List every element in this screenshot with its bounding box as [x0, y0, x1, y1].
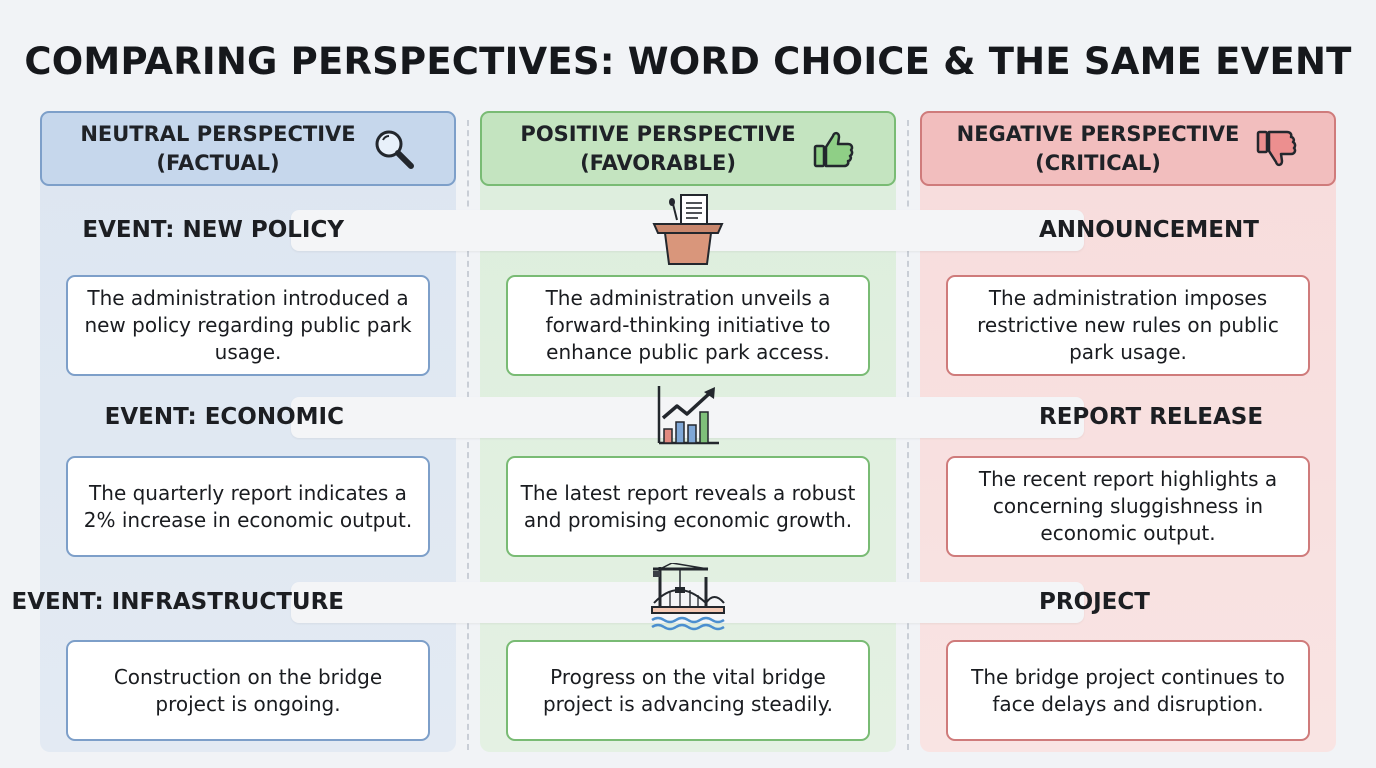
- event-label-continued: PROJECT: [1039, 589, 1150, 615]
- bridge-crane-icon: [651, 563, 725, 631]
- event-label: EVENT: ECONOMIC: [104, 404, 344, 430]
- thumbs-up-icon: [813, 131, 853, 167]
- header-label: POSITIVE PERSPECTIVE: [520, 121, 796, 146]
- header-sublabel: (FACTUAL): [156, 150, 280, 175]
- neutral-statement-card: The administration introduced a new poli…: [66, 275, 430, 376]
- positive-statement-card: The administration unveils a forward-thi…: [506, 275, 870, 376]
- thumbs-down-icon: [1257, 130, 1297, 166]
- header-label: NEGATIVE PERSPECTIVE: [956, 121, 1240, 146]
- neutral-statement-card: Construction on the bridge project is on…: [66, 640, 430, 741]
- neutral-perspective-header: NEUTRAL PERSPECTIVE (FACTUAL): [40, 111, 456, 186]
- podium-document-icon: [652, 194, 724, 265]
- page-title: COMPARING PERSPECTIVES: WORD CHOICE & TH…: [24, 40, 1352, 83]
- header-sublabel: (FAVORABLE): [580, 150, 736, 175]
- positive-statement-card: Progress on the vital bridge project is …: [506, 640, 870, 741]
- negative-statement-card: The bridge project continues to face del…: [946, 640, 1310, 741]
- event-label: EVENT: NEW POLICY: [82, 217, 344, 243]
- header-label: NEUTRAL PERSPECTIVE: [80, 121, 356, 146]
- event-label: EVENT: INFRASTRUCTURE: [11, 589, 344, 615]
- event-label-continued: ANNOUNCEMENT: [1039, 217, 1259, 243]
- negative-perspective-header: NEGATIVE PERSPECTIVE (CRITICAL): [920, 111, 1336, 186]
- header-sublabel: (CRITICAL): [1035, 150, 1161, 175]
- neutral-statement-card: The quarterly report indicates a 2% incr…: [66, 456, 430, 557]
- event-label-continued: REPORT RELEASE: [1039, 404, 1264, 430]
- positive-perspective-header: POSITIVE PERSPECTIVE (FAVORABLE): [480, 111, 896, 186]
- negative-statement-card: The administration imposes restrictive n…: [946, 275, 1310, 376]
- rising-bar-chart-icon: [657, 386, 719, 445]
- magnifying-glass-icon: [375, 130, 414, 169]
- positive-statement-card: The latest report reveals a robust and p…: [506, 456, 870, 557]
- event-bar-infrastructure: EVENT: INFRASTRUCTURE PROJECT: [12, 582, 1150, 623]
- negative-statement-card: The recent report highlights a concernin…: [946, 456, 1310, 557]
